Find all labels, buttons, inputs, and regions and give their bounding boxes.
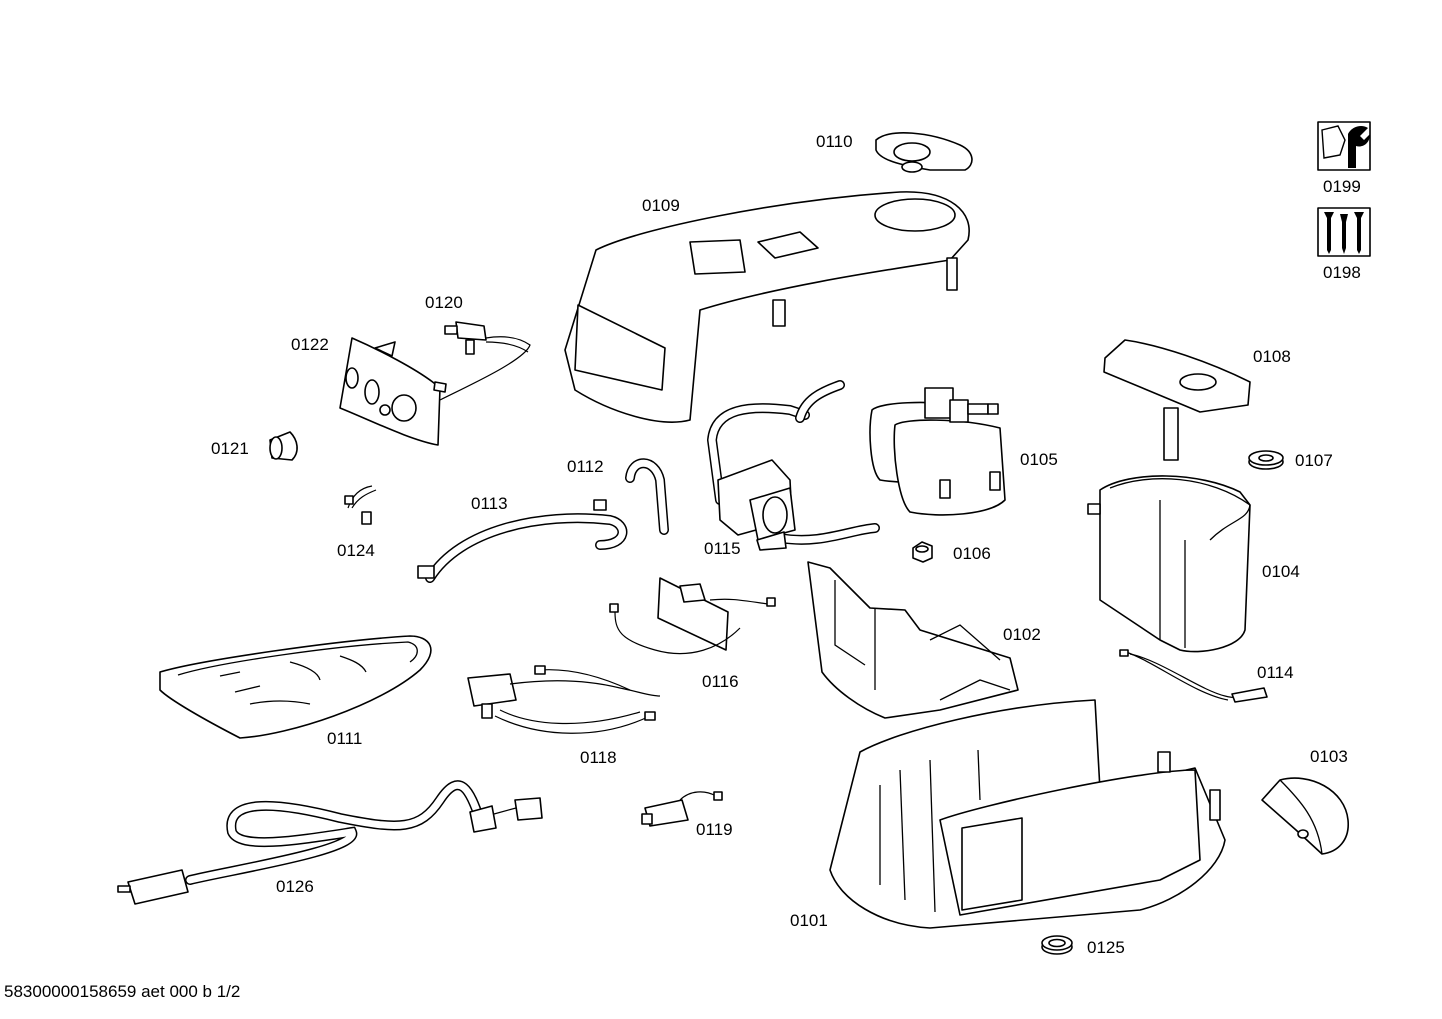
label-0102: 0102 (1003, 625, 1041, 644)
part-0125-ring (1041, 935, 1073, 955)
label-0120: 0120 (425, 293, 463, 312)
part-0111-drip-tray (159, 635, 432, 739)
part-0122-control-panel (339, 337, 447, 446)
part-0103-side-cover (1261, 777, 1349, 855)
label-0103: 0103 (1310, 747, 1348, 766)
wrench-nut-icon (1317, 121, 1371, 171)
label-0104: 0104 (1262, 562, 1300, 581)
part-0107-ring (1248, 450, 1284, 470)
label-0116: 0116 (702, 672, 739, 691)
part-0114-sensor-wire (1119, 649, 1268, 703)
part-0119-switch (641, 791, 723, 827)
document-reference: 58300000158659 aet 000 b 1/2 (4, 982, 241, 1001)
label-0198: 0198 (1323, 263, 1361, 282)
label-0119: 0119 (696, 820, 733, 839)
part-0112-hose (625, 458, 669, 535)
label-0108: 0108 (1253, 347, 1291, 366)
label-0118: 0118 (580, 748, 617, 767)
label-0114: 0114 (1257, 663, 1294, 682)
label-0107: 0107 (1295, 451, 1333, 470)
part-0110-lid (875, 132, 973, 173)
label-0125: 0125 (1087, 938, 1125, 957)
part-0126-power-cord (117, 780, 543, 905)
label-0122: 0122 (291, 335, 329, 354)
part-0113-hose (417, 499, 628, 583)
screws-icon (1317, 207, 1371, 257)
label-0113: 0113 (471, 494, 508, 513)
part-0102-inner-base (807, 561, 1019, 719)
label-0121: 0121 (211, 439, 249, 458)
label-0101: 0101 (790, 911, 828, 930)
label-0110: 0110 (816, 132, 853, 151)
part-0101-base (829, 699, 1226, 929)
part-0124-wire-harness (344, 485, 377, 525)
part-0106-nut (912, 541, 933, 563)
part-0121-knob (269, 431, 298, 461)
label-0124: 0124 (337, 541, 375, 560)
label-0199: 0199 (1323, 177, 1361, 196)
part-0109-top-housing (564, 191, 970, 423)
label-0126: 0126 (276, 877, 314, 896)
label-0109: 0109 (642, 196, 680, 215)
part-0116-circuit-board (609, 577, 776, 655)
part-0115-pump (706, 380, 880, 551)
part-0105-boiler (869, 387, 1006, 516)
label-0112: 0112 (567, 457, 604, 476)
part-0118-wire-harness (467, 665, 661, 734)
part-0104-water-tank (1087, 475, 1251, 653)
label-0106: 0106 (953, 544, 991, 563)
part-0108-bracket (1103, 339, 1251, 461)
part-0120-switch (439, 321, 531, 401)
label-0105: 0105 (1020, 450, 1058, 469)
label-0111: 0111 (327, 729, 363, 748)
label-0115: 0115 (704, 539, 741, 558)
